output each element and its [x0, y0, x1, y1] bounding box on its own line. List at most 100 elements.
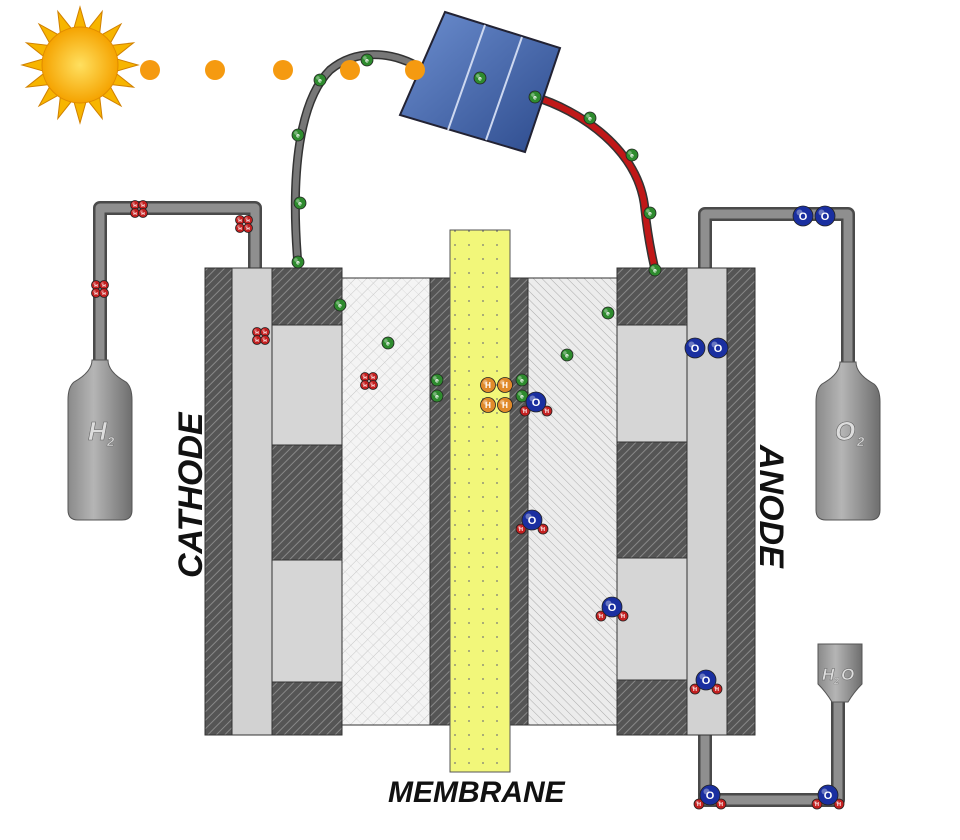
svg-text:e: e [338, 302, 342, 309]
svg-text:O: O [608, 602, 617, 614]
svg-text:H: H [837, 802, 841, 808]
proton: H [480, 377, 496, 393]
electron: e [601, 306, 615, 320]
svg-text:O: O [706, 790, 715, 802]
oxygen-atom: O [817, 784, 839, 806]
sun-icon [20, 5, 140, 125]
svg-text:H: H [815, 802, 819, 808]
electron: e [360, 53, 374, 67]
svg-text:H: H [599, 614, 603, 620]
electron: e [625, 148, 639, 162]
oxygen-atom: O [792, 205, 814, 227]
svg-text:e: e [298, 200, 302, 207]
hydrogen-atom: H [368, 372, 378, 382]
svg-text:H: H [545, 409, 549, 415]
svg-text:e: e [435, 393, 439, 400]
svg-text:H: H [246, 218, 250, 224]
hydrogen-atom: H [91, 288, 101, 298]
svg-text:O: O [528, 515, 537, 527]
electron: e [333, 298, 347, 312]
proton: H [497, 377, 513, 393]
oxygen-atom: O [601, 596, 623, 618]
h2o-bottle: H 2 O [817, 643, 863, 703]
svg-text:e: e [606, 310, 610, 317]
photon [405, 60, 425, 80]
photon [205, 60, 225, 80]
svg-text:e: e [588, 115, 592, 122]
hydrogen-atom: H [541, 405, 553, 417]
svg-text:H: H [822, 665, 835, 684]
svg-text:H: H [94, 283, 98, 289]
svg-text:H: H [133, 203, 137, 209]
proton: H [480, 397, 496, 413]
svg-text:e: e [365, 57, 369, 64]
electron: e [291, 128, 305, 142]
anode-label: ANODE [752, 444, 790, 569]
electron: e [381, 336, 395, 350]
svg-text:H: H [719, 802, 723, 808]
svg-text:e: e [653, 267, 657, 274]
svg-text:e: e [565, 352, 569, 359]
electron: e [430, 389, 444, 403]
svg-text:e: e [318, 77, 322, 84]
hydrogen-atom: H [235, 223, 245, 233]
svg-text:H: H [519, 527, 523, 533]
anode-electrode [527, 277, 618, 726]
oxygen-atom: O [707, 337, 729, 359]
svg-text:O: O [702, 675, 711, 687]
oxygen-atom: O [814, 205, 836, 227]
hydrogen-atom: H [693, 798, 705, 810]
photon [340, 60, 360, 80]
hydrogen-atom: H [711, 683, 723, 695]
hydrogen-atom: H [360, 380, 370, 390]
hydrogen-atom: H [833, 798, 845, 810]
h2-bottle: H 2 [67, 359, 133, 521]
svg-text:H: H [541, 527, 545, 533]
hydrogen-atom: H [537, 523, 549, 535]
svg-text:H: H [371, 375, 375, 381]
oxygen-atom: O [695, 669, 717, 691]
o2-label: O [835, 416, 855, 446]
svg-text:H: H [697, 802, 701, 808]
electron: e [648, 263, 662, 277]
svg-text:O: O [714, 343, 723, 355]
svg-text:2: 2 [856, 434, 865, 449]
electron: e [560, 348, 574, 362]
svg-text:e: e [435, 377, 439, 384]
electron: e [430, 373, 444, 387]
svg-text:e: e [533, 94, 537, 101]
proton: H [497, 397, 513, 413]
svg-text:H: H [693, 687, 697, 693]
svg-text:H: H [371, 383, 375, 389]
svg-text:H: H [263, 330, 267, 336]
svg-text:e: e [296, 132, 300, 139]
electron: e [473, 71, 487, 85]
svg-text:H: H [133, 211, 137, 217]
svg-text:H: H [363, 383, 367, 389]
svg-text:e: e [386, 340, 390, 347]
hydrogen-atom: H [130, 208, 140, 218]
hydrogen-atom: H [515, 523, 527, 535]
oxygen-atom: O [699, 784, 721, 806]
hydrogen-atom: H [138, 200, 148, 210]
svg-text:O: O [532, 397, 541, 409]
electron: e [293, 196, 307, 210]
hydrogen-atom: H [243, 223, 253, 233]
hydrogen-atom: H [811, 798, 823, 810]
hydrogen-atom: H [252, 335, 262, 345]
hydrogen-atom: H [138, 208, 148, 218]
svg-text:O: O [799, 211, 808, 223]
cathode-label: CATHODE [172, 411, 210, 578]
svg-text:H: H [502, 401, 508, 410]
svg-text:e: e [648, 210, 652, 217]
svg-text:e: e [520, 377, 524, 384]
svg-text:2: 2 [106, 434, 115, 449]
svg-text:H: H [523, 409, 527, 415]
svg-text:O: O [841, 665, 854, 684]
oxygen-atom: O [521, 509, 543, 531]
negative-wire [290, 50, 423, 266]
hydrogen-atom: H [715, 798, 727, 810]
